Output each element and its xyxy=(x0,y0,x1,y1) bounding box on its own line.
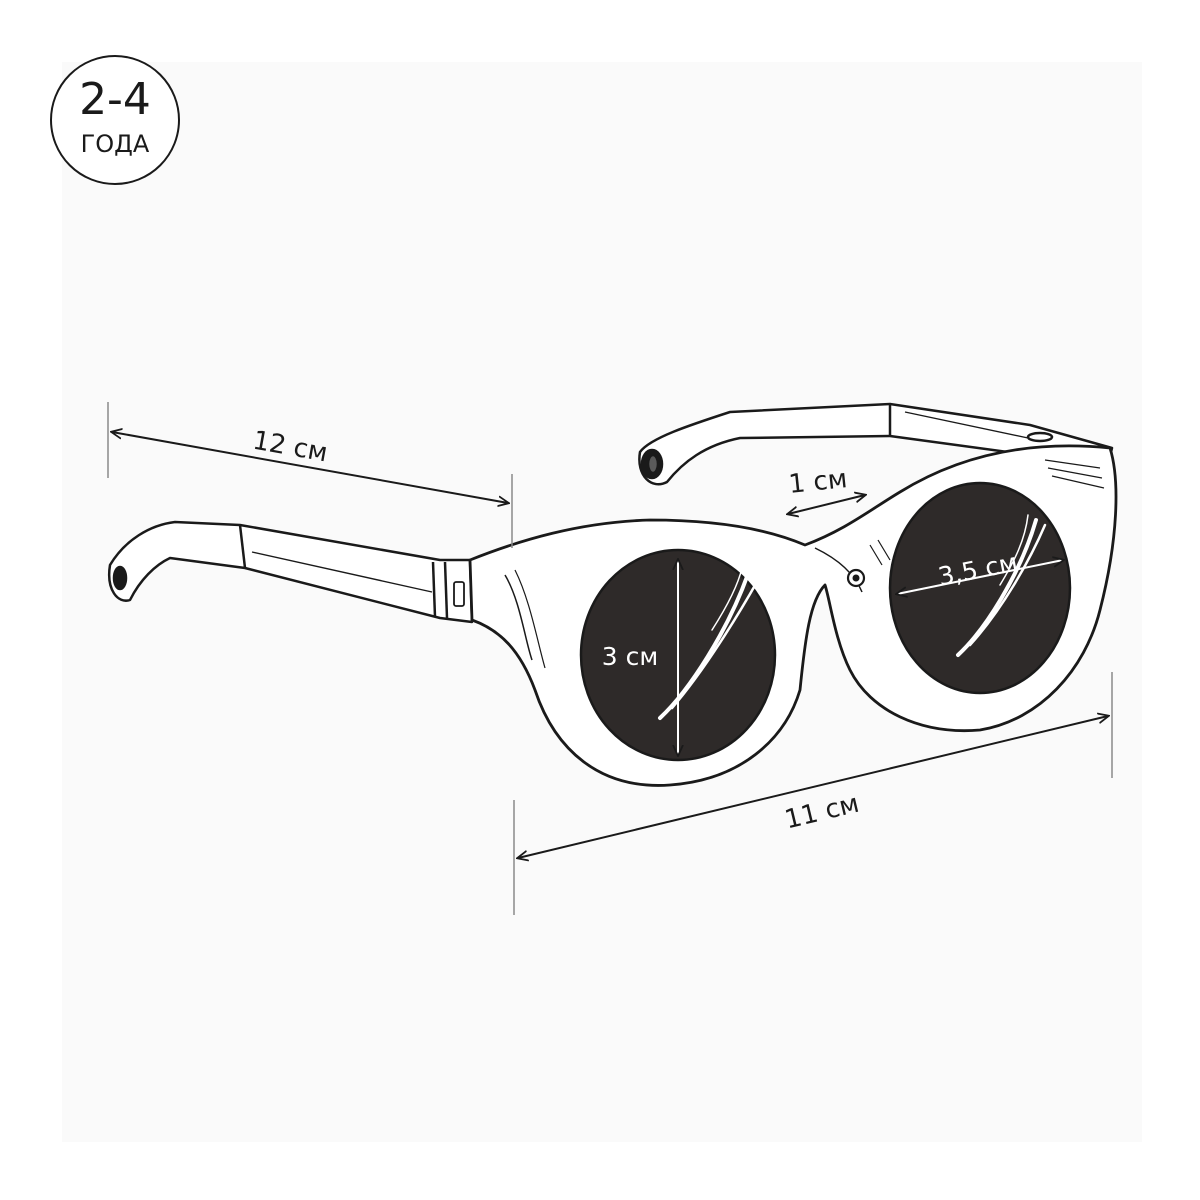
frame-width-arrow xyxy=(518,716,1108,858)
lens-height-label: 3 см xyxy=(602,642,658,671)
extension-lines xyxy=(107,402,1113,915)
temple-length-arrow xyxy=(112,432,508,503)
temple-length-label: 12 см xyxy=(250,426,329,469)
age-badge: 2-4 ГОДА xyxy=(50,55,180,185)
age-unit: ГОДА xyxy=(80,130,150,158)
right-lens xyxy=(888,481,1072,695)
age-range: 2-4 xyxy=(79,74,151,125)
far-temple-arm xyxy=(638,402,1114,486)
bridge-width-arrow xyxy=(788,495,865,514)
near-temple-arm xyxy=(107,520,474,624)
bridge-width-label: 1 см xyxy=(787,464,849,500)
frame-width-label: 11 см xyxy=(782,789,862,836)
lens-width-arrow xyxy=(897,560,1063,594)
